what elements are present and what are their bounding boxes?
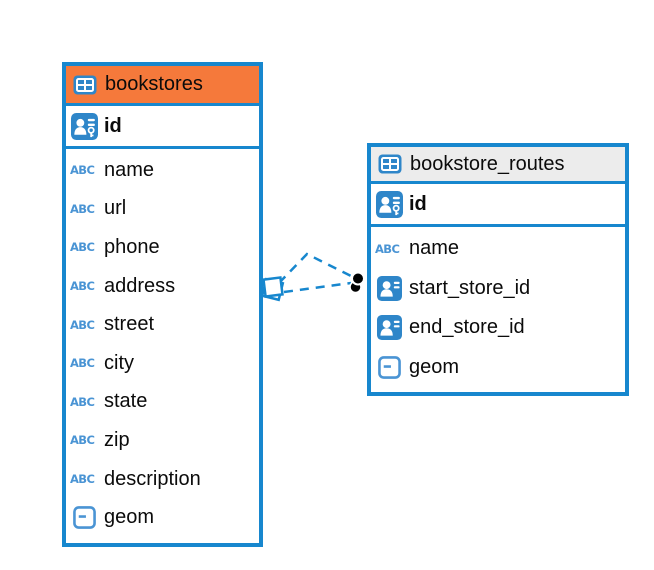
relationship-target-marker-circles-icon <box>349 271 365 294</box>
column-label: start_store_id <box>409 276 531 299</box>
text-type-icon: ABC <box>70 317 95 332</box>
geometry-type-icon <box>375 356 403 379</box>
text-type-icon: ABC <box>70 240 95 255</box>
text-type-icon: ABC <box>70 472 95 487</box>
table-icon <box>71 75 99 95</box>
column-label: name <box>104 158 155 181</box>
relationship-line-2[interactable] <box>283 281 352 294</box>
table-header-bookstores[interactable]: bookstores <box>66 66 259 106</box>
column-row[interactable]: ABC description <box>66 460 259 499</box>
primary-key-label: id <box>409 192 427 215</box>
column-row[interactable]: ABC state <box>66 383 259 422</box>
column-row[interactable]: ABC name <box>371 229 625 269</box>
column-label: address <box>104 274 176 297</box>
column-row[interactable]: start_store_id <box>371 269 625 309</box>
relationship-line-1[interactable] <box>278 252 352 284</box>
column-row[interactable]: end_store_id <box>371 308 625 348</box>
text-type-icon: ABC <box>70 279 95 294</box>
table-title: bookstores <box>105 73 203 95</box>
column-row[interactable]: ABC url <box>66 190 259 229</box>
primary-key-label: id <box>104 114 122 137</box>
primary-key-icon <box>70 113 98 140</box>
text-type-icon: ABC <box>70 433 95 448</box>
text-type-icon: ABC <box>70 201 95 216</box>
table-bookstores[interactable]: bookstores id ABC name ABC url ABC phone… <box>62 62 263 547</box>
column-row[interactable]: geom <box>66 498 259 537</box>
column-label: zip <box>104 428 130 451</box>
column-row[interactable]: ABC address <box>66 267 259 306</box>
reference-type-icon <box>375 315 403 340</box>
column-row[interactable]: ABC street <box>66 305 259 344</box>
column-label: name <box>409 237 460 260</box>
table-bookstore-routes[interactable]: bookstore_routes id ABC name start_store… <box>367 143 629 396</box>
column-label: city <box>104 351 134 374</box>
column-label: description <box>104 467 201 490</box>
column-row[interactable]: ABC zip <box>66 421 259 460</box>
text-type-icon: ABC <box>375 241 400 256</box>
primary-key-row[interactable]: id <box>371 184 625 227</box>
column-label: phone <box>104 235 160 258</box>
reference-type-icon <box>375 276 403 301</box>
primary-key-icon <box>375 191 403 218</box>
column-label: url <box>104 197 127 220</box>
column-row[interactable]: geom <box>371 348 625 388</box>
column-row[interactable]: ABC city <box>66 344 259 383</box>
column-list: ABC name ABC url ABC phone ABC address A… <box>66 149 259 537</box>
table-title: bookstore_routes <box>410 152 565 175</box>
column-label: end_store_id <box>409 316 525 339</box>
table-header-bookstore-routes[interactable]: bookstore_routes <box>371 147 625 184</box>
primary-key-row[interactable]: id <box>66 106 259 149</box>
column-label: state <box>104 390 148 413</box>
column-label: geom <box>104 506 155 529</box>
column-label: geom <box>409 355 460 378</box>
column-label: street <box>104 313 155 336</box>
column-row[interactable]: ABC name <box>66 151 259 190</box>
geometry-type-icon <box>70 506 98 529</box>
table-icon <box>376 154 404 174</box>
column-list: ABC name start_store_id end_store_id ge <box>371 227 625 387</box>
text-type-icon: ABC <box>70 394 95 409</box>
column-row[interactable]: ABC phone <box>66 228 259 267</box>
text-type-icon: ABC <box>70 356 95 371</box>
text-type-icon: ABC <box>70 163 95 178</box>
